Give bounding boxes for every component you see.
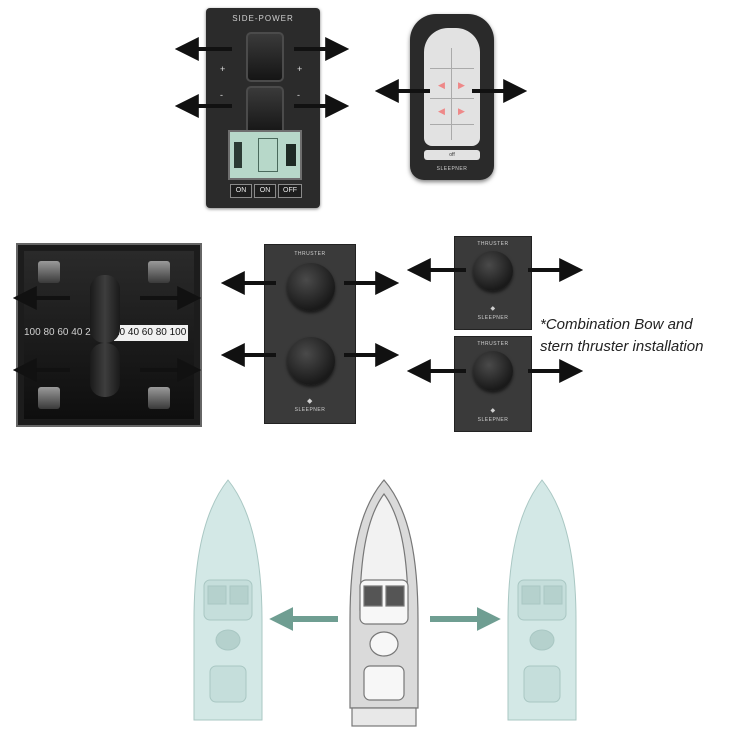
remote-button-pad[interactable]: ◀ ▶ ◀ ▶ <box>424 28 480 146</box>
mount-post <box>148 387 170 409</box>
stern-joystick-lever[interactable] <box>90 343 120 397</box>
stern-thruster-panel: THRUSTER ◆ SLEEPNER <box>454 336 532 432</box>
scale-right: 20 40 60 80 100 <box>114 325 188 341</box>
minus-sign-left: - <box>220 90 223 100</box>
left-arrow-icon: ◀ <box>438 80 445 90</box>
lcd-display <box>228 130 302 180</box>
on-button-2[interactable]: ON <box>254 184 276 198</box>
bow-joystick-lever[interactable] <box>90 275 120 343</box>
combination-installation-note: *Combination Bow and stern thruster inst… <box>540 316 704 355</box>
thruster-label: THRUSTER <box>477 341 509 347</box>
minus-sign-right: - <box>297 90 300 100</box>
remote-off-button[interactable]: off <box>424 150 480 160</box>
plus-sign-right: + <box>297 64 303 74</box>
boat-left-ghost <box>193 479 263 721</box>
thruster-logo-icon: ◆ <box>490 306 496 312</box>
boat-right-ghost <box>507 479 577 721</box>
stern-thruster-knob[interactable] <box>287 337 335 385</box>
panel-brand: SIDE-POWER <box>232 14 294 23</box>
proportional-control-panel: 100 80 60 40 20 20 40 60 80 100 <box>16 243 202 427</box>
mount-post <box>38 261 60 283</box>
plus-sign-left: + <box>220 64 226 74</box>
right-arrow-icon: ▶ <box>458 106 465 116</box>
stern-rocker-switch[interactable] <box>246 86 284 136</box>
panel-brand: SLEEPNER <box>477 315 509 321</box>
bow-thruster-panel: THRUSTER ◆ SLEEPNER <box>454 236 532 330</box>
remote-brand: SLEEPNER <box>436 166 468 172</box>
panel-brand: SLEEPNER <box>294 407 326 413</box>
wireless-remote: ◀ ▶ ◀ ▶ off SLEEPNER <box>410 14 494 180</box>
off-button[interactable]: OFF <box>278 184 302 198</box>
mount-post <box>148 261 170 283</box>
battery-icon <box>286 144 296 166</box>
left-arrow-icon: ◀ <box>438 106 445 116</box>
right-arrow-icon: ▶ <box>458 80 465 90</box>
boat-diagram <box>193 479 577 727</box>
thruster-label: THRUSTER <box>294 251 326 257</box>
scale-left: 100 80 60 40 20 <box>24 327 94 338</box>
signal-bars-icon <box>234 142 242 168</box>
mount-post <box>38 387 60 409</box>
thruster-label: THRUSTER <box>477 241 509 247</box>
stern-thruster-knob[interactable] <box>473 351 513 391</box>
bow-rocker-switch[interactable] <box>246 32 284 82</box>
dual-thruster-panel: THRUSTER ◆ SLEEPNER <box>264 244 356 424</box>
bow-thruster-knob[interactable] <box>287 263 335 311</box>
bow-thruster-knob[interactable] <box>473 251 513 291</box>
on-button-1[interactable]: ON <box>230 184 252 198</box>
boat-outline-icon <box>258 138 278 172</box>
panel-brand: SLEEPNER <box>477 417 509 423</box>
boat-center <box>349 479 419 727</box>
thruster-logo-icon: ◆ <box>490 408 496 414</box>
thruster-logo-icon: ◆ <box>307 398 313 405</box>
